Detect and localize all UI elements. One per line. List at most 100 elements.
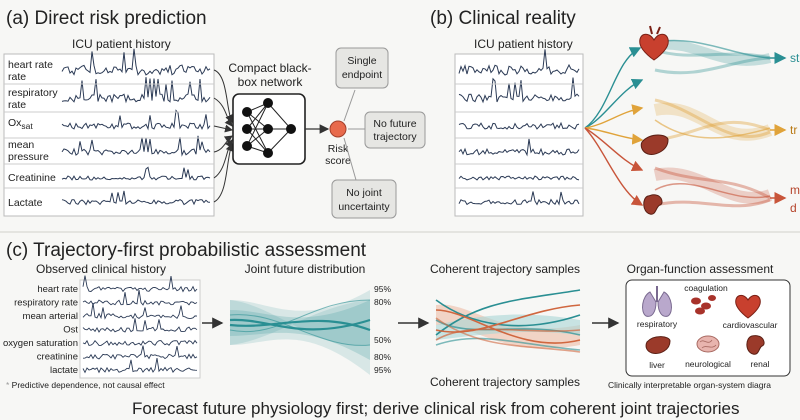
input-arrow <box>213 69 233 123</box>
outcome-stable: st <box>770 51 800 65</box>
observed-signal-label: respiratory rate <box>14 298 78 309</box>
quantile-label: 95% <box>374 284 391 294</box>
observed-signal-label: heart rate <box>37 284 78 295</box>
observed-signal-label: creatinine <box>37 352 78 363</box>
svg-text:No future: No future <box>373 118 416 130</box>
signal-row-ox: Oxsat <box>8 117 33 131</box>
svg-text:endpoint: endpoint <box>342 69 382 81</box>
signal-label: rate <box>8 71 26 83</box>
organ-assessment-title: Organ-function assessment <box>627 262 774 276</box>
distribution-median-lines <box>229 299 371 346</box>
panel-b-bundle-orange <box>653 98 773 142</box>
organ-label-neurological: neurological <box>685 359 731 369</box>
panel-a-traces <box>4 48 214 206</box>
callout-no-future-trajectory: No future trajectory <box>364 111 426 149</box>
panel-a: (a) Direct risk prediction ICU patient h… <box>3 8 426 219</box>
signal-label: Lactate <box>8 197 43 209</box>
panel-a-history-box <box>3 53 215 217</box>
svg-text:st: st <box>790 51 800 65</box>
organ-caption: Clinically interpretable organ-system di… <box>608 380 771 390</box>
branch-arrow-teal <box>584 47 642 129</box>
signal-trace <box>458 121 580 130</box>
organ-label-respiratory: respiratory <box>637 319 678 329</box>
panel-b: (b) Clinical reality ICU patient history <box>430 8 800 217</box>
risk-score-dot <box>329 120 347 138</box>
callout-connectors <box>343 89 365 181</box>
callout-single-endpoint: Single endpoint <box>335 47 389 89</box>
panel-b-history-box <box>454 53 584 217</box>
input-arrow <box>213 97 233 127</box>
observed-traces <box>82 275 198 374</box>
signal-trace <box>82 275 198 293</box>
input-arrow <box>213 143 234 203</box>
panel-b-history-title: ICU patient history <box>474 37 573 51</box>
signal-row-heart-rate: heart rate <box>8 59 53 71</box>
signal-row-creatinine: Creatinine <box>8 172 56 184</box>
branch-arrow-teal <box>584 78 644 129</box>
signal-label: pressure <box>8 151 49 163</box>
signal-trace <box>458 77 580 104</box>
trajectory-samples-plot <box>435 289 581 353</box>
joint-distribution-title: Joint future distribution <box>245 262 366 276</box>
quantile-label: 80% <box>374 297 391 307</box>
signal-trace <box>458 175 580 181</box>
observed-signal-label: oxygen saturation <box>3 338 78 349</box>
panel-c-title: (c) Trajectory-first probabilistic asses… <box>6 240 367 261</box>
kidney-icon <box>746 335 765 355</box>
svg-text:m: m <box>790 183 800 197</box>
svg-text:No joint: No joint <box>346 187 382 199</box>
observed-history-title: Observed clinical history <box>36 262 166 276</box>
observed-signal-label: lactate <box>50 365 78 376</box>
signal-trace <box>82 318 198 333</box>
svg-text:trajectory: trajectory <box>373 131 417 143</box>
signal-label: rate <box>8 99 26 111</box>
signal-label: heart rate <box>8 59 53 71</box>
input-arrow <box>213 139 233 179</box>
signal-trace <box>82 339 198 347</box>
organ-label-liver: liver <box>649 360 665 370</box>
signal-trace <box>82 289 198 306</box>
signal-label: Creatinine <box>8 172 56 184</box>
signal-trace <box>458 191 580 206</box>
branch-arrow-orange <box>584 127 644 145</box>
signal-trace <box>61 166 211 181</box>
panel-b-traces <box>455 49 583 206</box>
panel-a-history-title: ICU patient history <box>72 37 171 51</box>
signal-trace <box>61 48 211 76</box>
sample-lines <box>435 289 581 353</box>
signal-trace <box>82 358 198 374</box>
panel-b-title: (b) Clinical reality <box>430 8 576 29</box>
observed-signal-label: mean arterial <box>23 311 78 322</box>
samples-title: Coherent trajectory samples <box>430 262 580 276</box>
signal-row-mean-pressure: mean pressure <box>8 139 49 163</box>
risk-score-label-line2: score <box>325 155 351 167</box>
svg-text:tr: tr <box>790 123 797 137</box>
signal-trace <box>458 138 580 157</box>
network-label-line1: Compact black- <box>228 61 311 75</box>
kidney-icon <box>643 194 663 215</box>
heart-icon <box>735 294 761 319</box>
signal-trace <box>61 190 211 206</box>
panel-b-bundle-teal <box>654 39 772 75</box>
signal-label: mean <box>8 139 34 151</box>
signal-trace <box>61 109 211 131</box>
outcome-transition: tr <box>770 123 797 137</box>
input-arrow <box>213 124 233 133</box>
quantile-label: 95% <box>374 365 391 375</box>
signal-row-respiratory-rate: respiratory rate <box>8 87 58 111</box>
signal-label: Oxsat <box>8 117 33 131</box>
panel-a-title: (a) Direct risk prediction <box>6 8 207 29</box>
signal-trace <box>61 77 211 104</box>
organ-label-renal: renal <box>751 359 770 369</box>
network-label-line2: box network <box>238 75 304 89</box>
samples-caption: Coherent trajectory samples <box>430 375 580 389</box>
panel-a-input-arrows <box>213 69 234 203</box>
callout-no-joint-uncertainty: No joint uncertainty <box>331 179 397 219</box>
organ-label-coagulation: coagulation <box>684 283 728 293</box>
svg-text:Single: Single <box>347 55 376 67</box>
panel-c: (c) Trajectory-first probabilistic asses… <box>3 240 791 390</box>
input-arrow <box>213 135 233 153</box>
signal-trace <box>82 303 198 320</box>
